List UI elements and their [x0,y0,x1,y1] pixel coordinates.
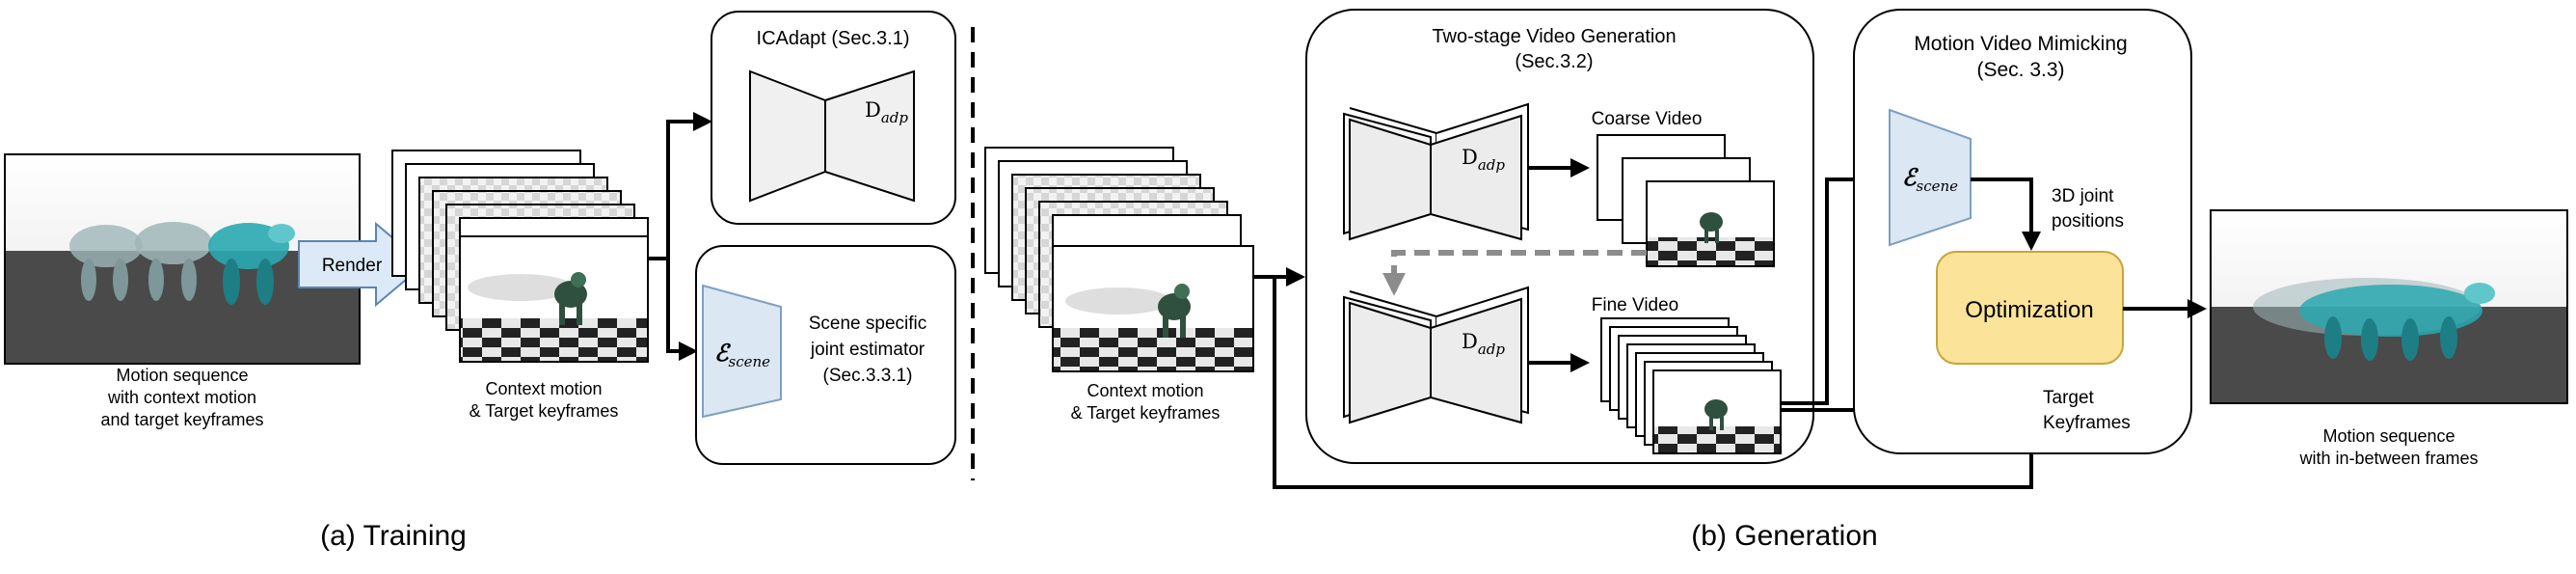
mimicking-title-line1: Motion Video Mimicking [1914,33,2127,55]
icadapt-title: ICAdapt (Sec.3.1) [757,28,910,49]
joint-positions-label-line1: 3D joint [2052,186,2114,206]
training-section-label: (a) Training [320,520,467,552]
input-caption-line2: with context motion [107,388,256,407]
video-generation-title-line1: Two-stage Video Generation [1432,26,1676,47]
estimator-label-line1: Scene specific [809,314,927,334]
optimization-label: Optimization [1965,297,2093,323]
estimator-label-line3: (Sec.3.3.1) [823,366,913,386]
target-keyframes-label-line2: Keyframes [2043,413,2131,433]
coarse-generator-shape [1343,102,1529,241]
training-estimator-symbol: ℰscene [714,339,770,370]
coarse-generator-symbol: Dadp [1462,146,1505,174]
training-context-caption-line1: Context motion [485,379,602,398]
generation-context-caption-line2: & Target keyframes [1071,403,1221,423]
coarse-to-fine-dashed-arrow [1382,250,1647,296]
generation-estimator-symbol: ℰscene [1902,163,1958,195]
estimator-label-line2: joint estimator [810,340,926,360]
joint-positions-label-line2: positions [2052,211,2124,232]
generation-front-frame [1052,245,1254,372]
video-generation-title-line2: (Sec.3.2) [1515,51,1593,72]
fine-video-label: Fine Video [1592,295,1679,315]
creature-ghost-2 [135,222,212,301]
input-caption-line1: Motion sequence [116,366,248,385]
arrow-frames-to-icadapt [648,112,712,260]
generation-frame-stack [984,147,1254,372]
training-context-caption-line2: & Target keyframes [470,401,619,421]
training-frame-stack [391,150,649,363]
training-front-frame [459,235,649,363]
render-label: Render [322,256,383,276]
coarse-video-stack [1597,134,1775,267]
fine-generator-symbol: Dadp [1462,330,1505,358]
generation-context-caption-line1: Context motion [1087,381,1203,400]
output-motion-image [2210,209,2568,404]
arrow-frames-to-estimator [666,259,698,361]
generation-section-label: (b) Generation [1691,520,1877,552]
target-keyframes-label-line1: Target [2043,388,2095,408]
estimator-box [695,245,956,465]
input-caption-line3: and target keyframes [100,410,263,429]
icadapt-symbol: Dadp [865,98,908,126]
output-caption-line1: Motion sequence [2322,426,2455,446]
mimicking-title-line2: (Sec. 3.3) [1976,59,2064,81]
creature-main [208,223,295,305]
arrow-estimator-to-optimization [1971,178,2041,251]
generation-estimator-shape [1889,108,1972,247]
creature-ghost-1 [69,225,143,301]
coarse-video-label: Coarse Video [1592,109,1703,129]
fine-video-stack [1600,317,1782,454]
fine-generator-shape [1343,286,1529,424]
output-caption-line2: with in-between frames [2298,449,2478,468]
icadapt-network-shape [749,69,915,203]
